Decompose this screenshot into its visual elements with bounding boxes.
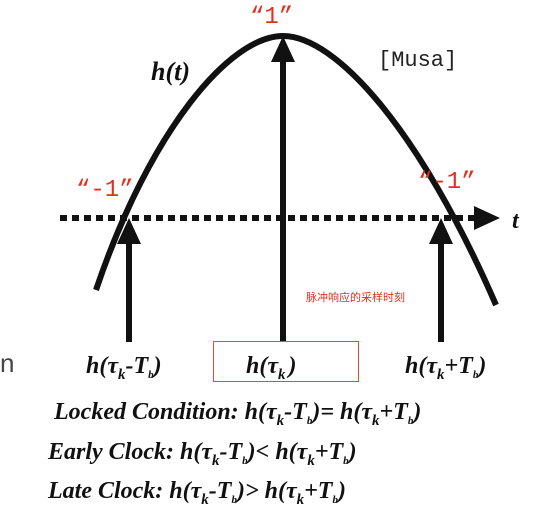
left-sample-arrowhead [117, 218, 141, 244]
left-edge-fragment: n [0, 348, 14, 378]
right-sample-arrowhead [429, 218, 453, 244]
early-clock-condition: Early Clock: h(τk-Tb)< h(τk+Tb) [47, 439, 357, 469]
pulse-curve [93, 32, 499, 307]
center-sample-label: h(τk) [246, 353, 297, 383]
late-clock-condition: Late Clock: h(τk-Tb)> h(τk+Tb) [47, 478, 346, 508]
axis-label: t [512, 208, 520, 234]
curve-label: h(t) [151, 57, 190, 86]
right-sample-label: h(τk+Tb) [405, 353, 486, 383]
left-symbol: “-1” [76, 177, 134, 204]
axis-arrowhead [474, 206, 500, 230]
source-tag: [Musa] [378, 48, 457, 73]
center-sample-highlight-box [213, 341, 359, 382]
right-symbol: “-1” [418, 169, 476, 196]
locked-condition: Locked Condition: h(τk-Tb)= h(τk+Tb) [53, 399, 421, 429]
sampling-annotation: 脉冲响应的采样时刻 [306, 290, 405, 304]
center-sample-arrowhead [271, 36, 295, 62]
left-sample-label: h(τk-Tb) [86, 353, 162, 383]
peak-symbol: “1” [250, 4, 293, 31]
